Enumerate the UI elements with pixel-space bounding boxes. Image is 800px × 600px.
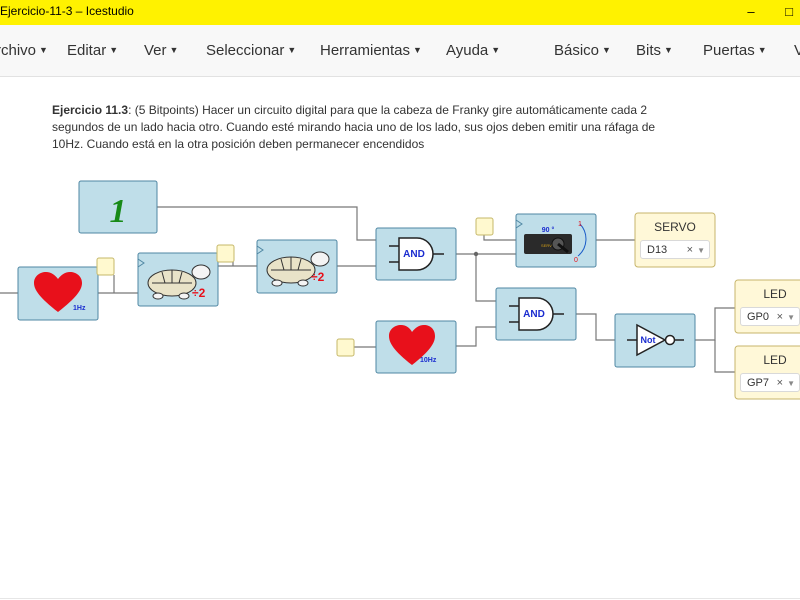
- menu-bits[interactable]: Bits▼: [636, 42, 673, 59]
- caret-down-icon: ▼: [491, 45, 501, 55]
- exercise-description: Ejercicio 11.3: (5 Bitpoints) Hacer un c…: [52, 102, 662, 153]
- servo-zero-label: 0: [574, 257, 578, 264]
- heart-icon: [34, 272, 82, 312]
- menu-label: Puertas: [703, 42, 755, 59]
- menu-bar: Archivo▼ Editar▼ Ver▼ Seleccionar▼ Herra…: [0, 25, 800, 77]
- caret-down-icon: ▼: [109, 45, 119, 55]
- menu-label: Ver: [144, 42, 167, 59]
- bottom-divider: [0, 598, 800, 599]
- wire-junction: [473, 251, 479, 257]
- menu-label: Básico: [554, 42, 600, 59]
- caret-down-icon: ▼: [287, 45, 297, 55]
- menu-label: Archivo: [0, 42, 37, 59]
- not-gate-block[interactable]: Not: [614, 313, 696, 368]
- caret-down-icon: ▼: [664, 45, 673, 55]
- window-title: Ejercicio-11-3 – Icestudio: [0, 4, 134, 18]
- servo-output-title: SERVO: [654, 220, 696, 234]
- and-top-label: AND: [403, 249, 425, 260]
- chevron-down-icon[interactable]: ▼: [787, 313, 795, 322]
- caret-down-icon: ▼: [757, 45, 767, 55]
- divider-b-label: ÷2: [311, 270, 325, 284]
- param-input-1hz[interactable]: [96, 257, 115, 276]
- menu-label: Editar: [67, 42, 107, 59]
- menu-basico[interactable]: Básico▼: [554, 42, 611, 59]
- title-bar: Ejercicio-11-3 – Icestudio – □: [0, 0, 800, 25]
- menu-ayuda[interactable]: Ayuda▼: [446, 42, 500, 59]
- menu-archivo[interactable]: Archivo▼: [0, 42, 48, 59]
- constant-one-block[interactable]: 1: [78, 180, 158, 234]
- menu-editar[interactable]: Editar▼: [67, 42, 118, 59]
- caret-down-icon: ▼: [39, 45, 48, 55]
- heart-1hz-label: 1Hz: [73, 305, 86, 312]
- wires: [0, 206, 735, 373]
- clear-icon[interactable]: ×: [776, 311, 783, 323]
- led2-pin-value: GP7: [747, 377, 770, 389]
- and-gate-top[interactable]: AND: [375, 227, 457, 281]
- heart-10hz-block[interactable]: 10Hz: [375, 320, 457, 374]
- exercise-text: : (5 Bitpoints) Hacer un circuito digita…: [52, 103, 656, 151]
- heart-10hz-label: 10Hz: [420, 357, 437, 364]
- led1-output-title: LED: [763, 287, 787, 301]
- servo-pin-select[interactable]: D13 × ▼: [640, 240, 710, 259]
- servo-one-label: 1: [578, 221, 582, 228]
- chevron-down-icon[interactable]: ▼: [787, 379, 795, 388]
- caret-down-icon: ▼: [169, 45, 179, 55]
- heart-icon: [389, 325, 435, 365]
- svg-text:SERVO: SERVO: [541, 243, 555, 248]
- turtle-icon: [147, 264, 211, 300]
- heart-1hz-block[interactable]: 1Hz: [17, 266, 99, 321]
- caret-down-icon: ▼: [602, 45, 611, 55]
- clear-icon[interactable]: ×: [686, 244, 693, 256]
- and-gate-bottom[interactable]: AND: [495, 287, 577, 341]
- divider-b-block[interactable]: ÷2: [256, 239, 338, 294]
- divider-a-block[interactable]: ÷2: [137, 252, 219, 307]
- constant-one-label: 1: [110, 193, 127, 230]
- caret-down-icon: ▼: [413, 45, 422, 55]
- led1-pin-select[interactable]: GP0 × ▼: [740, 307, 800, 326]
- maximize-button[interactable]: □: [785, 4, 793, 19]
- led2-output-title: LED: [763, 353, 787, 367]
- menu-label: V: [794, 42, 800, 59]
- menu-ver[interactable]: Ver▼: [144, 42, 178, 59]
- servo-pin-value: D13: [647, 244, 668, 256]
- divider-a-label: ÷2: [192, 286, 206, 300]
- menu-seleccionar[interactable]: Seleccionar▼: [206, 42, 296, 59]
- param-input-servo[interactable]: [475, 217, 494, 236]
- menu-puertas[interactable]: Puertas▼: [703, 42, 767, 59]
- servo-block[interactable]: SERVO 90 ° 1 0: [515, 213, 597, 268]
- menu-label: Ayuda: [446, 42, 489, 59]
- param-input-div-a[interactable]: [216, 244, 235, 263]
- menu-v[interactable]: V: [794, 42, 800, 59]
- turtle-icon: [266, 251, 330, 287]
- menu-herramientas[interactable]: Herramientas▼: [320, 42, 422, 59]
- servo-angle-label: 90 °: [542, 226, 555, 234]
- menu-label: Bits: [636, 42, 662, 59]
- not-gate-label: Not: [641, 335, 656, 345]
- chevron-down-icon[interactable]: ▼: [697, 246, 705, 255]
- and-gate-icon: [398, 237, 434, 271]
- led1-pin-value: GP0: [747, 311, 770, 323]
- and-gate-icon: [518, 297, 554, 331]
- menu-label: Seleccionar: [206, 42, 285, 59]
- clear-icon[interactable]: ×: [776, 377, 783, 389]
- exercise-heading: Ejercicio 11.3: [52, 103, 129, 117]
- minimize-button[interactable]: –: [747, 4, 755, 19]
- led2-pin-select[interactable]: GP7 × ▼: [740, 373, 800, 392]
- param-input-10hz[interactable]: [336, 338, 355, 357]
- menu-label: Herramientas: [320, 42, 411, 59]
- and-bottom-label: AND: [523, 309, 545, 320]
